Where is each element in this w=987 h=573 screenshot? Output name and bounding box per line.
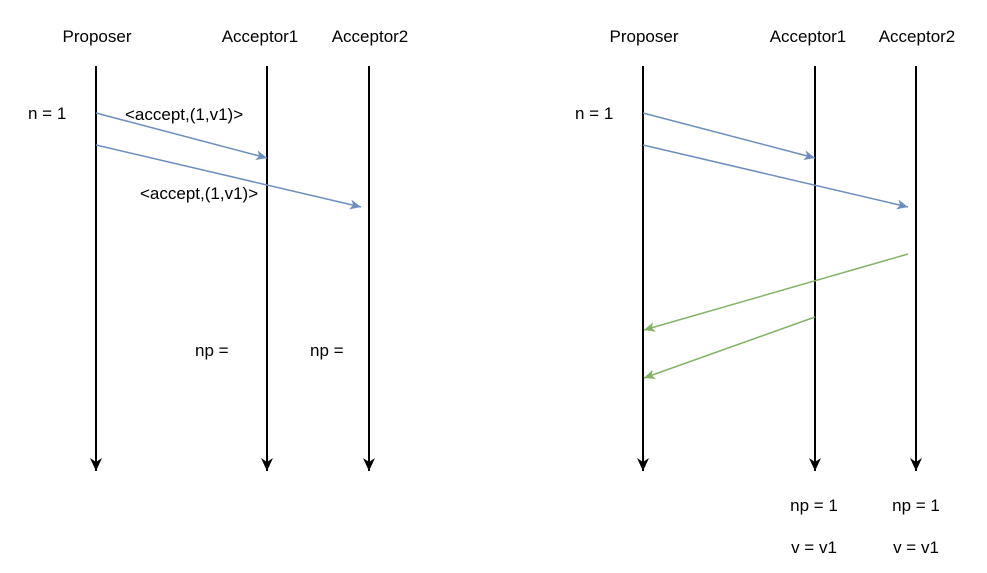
left-accept-arrow-1 [95, 112, 268, 161]
right-acceptor1-np: np = 1 [790, 496, 838, 515]
left-acceptor2-label: Acceptor2 [332, 27, 409, 46]
right-acceptor2-np: np = 1 [892, 496, 940, 515]
left-acceptor2-state: np = [310, 341, 344, 360]
left-acceptor1-label: Acceptor1 [222, 27, 299, 46]
left-proposer-state: n = 1 [28, 104, 66, 123]
right-accept-arrow-1 [642, 112, 816, 161]
right-proposer-state: n = 1 [575, 104, 613, 123]
left-diagram: Proposer Acceptor1 Acceptor2 n = 1 <acce… [28, 27, 408, 471]
right-acceptor2-v: v = v1 [893, 538, 939, 557]
right-accepted-arrow-acceptor2 [643, 253, 909, 332]
left-message-label-1: <accept,(1,v1)> [125, 105, 243, 124]
left-proposer-label: Proposer [63, 27, 132, 46]
right-acceptor2-label: Acceptor2 [879, 27, 956, 46]
right-proposer-label: Proposer [610, 27, 679, 46]
right-acceptor1-v: v = v1 [791, 538, 837, 557]
left-message-label-2: <accept,(1,v1)> [140, 184, 258, 203]
right-accepted-arrow-acceptor1 [643, 316, 816, 380]
right-acceptor1-label: Acceptor1 [770, 27, 847, 46]
right-diagram: Proposer Acceptor1 Acceptor2 n = 1 np = … [575, 27, 955, 557]
right-accept-arrow-2 [642, 144, 909, 210]
left-accept-arrow-2 [95, 144, 362, 210]
left-acceptor1-state: np = [195, 341, 229, 360]
